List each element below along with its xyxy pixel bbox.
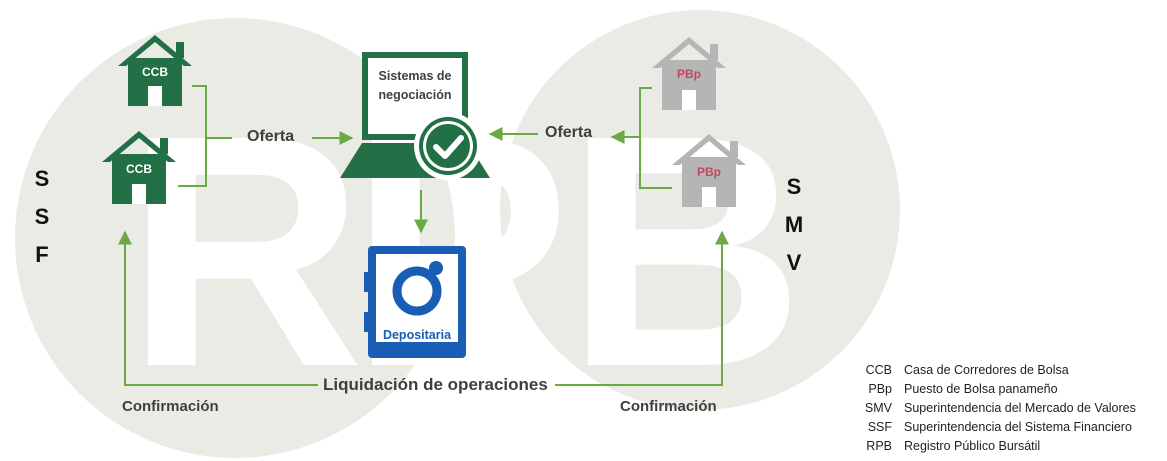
depository-label: Depositaria — [383, 328, 452, 342]
smv-regulator-label: S M V — [784, 174, 804, 275]
ssf-regulator-label: S S F — [34, 166, 50, 267]
depository-safe-icon: Depositaria — [364, 246, 466, 358]
confirmation-right-arrow — [555, 230, 729, 386]
pbp-bottom-label: PBp — [697, 165, 721, 179]
pbp-bottom-house-icon: PBp — [672, 134, 746, 207]
ccb-bottom-house-icon: CCB — [102, 131, 176, 204]
confirmation-left-arrow — [118, 230, 318, 386]
check-icon — [433, 135, 464, 159]
offer-left-label: Oferta — [247, 128, 295, 145]
settlement-label: Liquidación de operaciones — [323, 375, 548, 394]
confirmation-right-label: Confirmación — [620, 398, 717, 415]
pbp-top-label: PBp — [677, 67, 701, 81]
left-offer-connectors — [178, 85, 232, 187]
ccb-top-house-icon: CCB — [118, 35, 192, 106]
watermark-letter-b: B — [566, 66, 804, 435]
pbp-top-house-icon: PBp — [652, 37, 726, 110]
offer-right-label: Oferta — [545, 124, 593, 141]
ccb-top-label: CCB — [142, 65, 168, 79]
watermark-letter-r: R — [126, 66, 364, 435]
confirmation-left-label: Confirmación — [122, 398, 219, 415]
trading-system-label-line1: Sistemas de — [379, 69, 452, 83]
right-background-circle — [500, 10, 900, 410]
ccb-bottom-label: CCB — [126, 162, 152, 176]
trading-system-laptop-icon: Sistemas de negociación — [340, 52, 490, 180]
trading-system-label-line2: negociación — [379, 88, 452, 102]
